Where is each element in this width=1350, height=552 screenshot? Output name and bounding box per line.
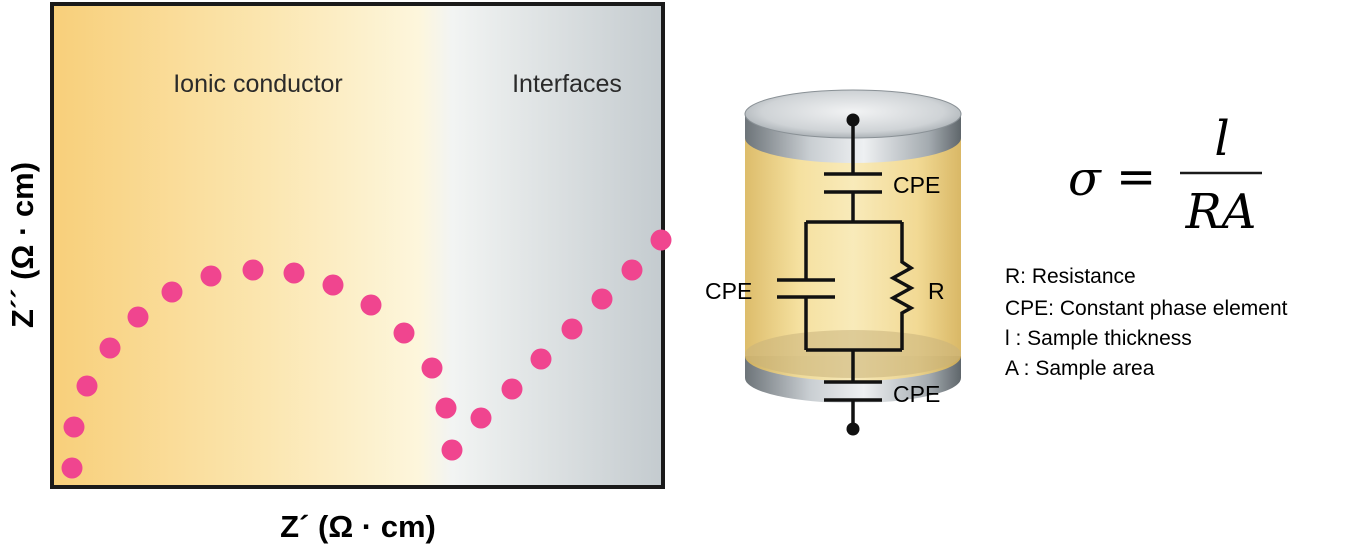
data-point: [242, 259, 264, 281]
equivalent-circuit: [777, 120, 915, 428]
data-point: [441, 439, 463, 461]
resistor-label: R: [928, 278, 945, 304]
sample-body: [745, 130, 961, 381]
plot-background: [50, 2, 665, 489]
resistor-zigzag: [889, 222, 915, 350]
data-point: [99, 337, 121, 359]
equation-equals: =: [1116, 149, 1156, 205]
legend-item: R: Resistance: [1005, 265, 1136, 288]
data-point: [283, 262, 305, 284]
x-axis-label: Z´ (Ω · cm): [280, 509, 436, 544]
legend-item: CPE: Constant phase element: [1005, 297, 1288, 320]
data-point: [161, 281, 183, 303]
data-point: [61, 457, 83, 479]
bottom-terminal: [846, 422, 860, 436]
legend-item: A : Sample area: [1005, 357, 1155, 380]
data-point: [127, 306, 149, 328]
region-label-interfaces: Interfaces: [512, 70, 622, 98]
legend-item: l : Sample thickness: [1005, 327, 1192, 350]
data-point: [421, 357, 443, 379]
data-point: [435, 397, 457, 419]
data-point: [530, 348, 552, 370]
data-point: [360, 294, 382, 316]
nyquist-points: [61, 229, 672, 479]
data-point: [76, 375, 98, 397]
data-point: [200, 265, 222, 287]
y-axis-label: Z´´ (Ω · cm): [5, 162, 40, 328]
data-point: [650, 229, 672, 251]
left-cpe-label: CPE: [705, 278, 752, 304]
data-point: [621, 259, 643, 281]
data-point: [322, 274, 344, 296]
top-terminal: [846, 113, 860, 127]
equation-numerator: l: [1214, 111, 1229, 167]
top-cpe-label: CPE: [893, 172, 940, 198]
data-point: [393, 322, 415, 344]
bottom-cpe-label: CPE: [893, 381, 940, 407]
conductivity-equation: σ = l RA: [1068, 111, 1262, 240]
region-label-ionic-conductor: Ionic conductor: [173, 70, 343, 98]
data-point: [63, 416, 85, 438]
data-point: [591, 288, 613, 310]
data-point: [561, 318, 583, 340]
legend: R: Resistance CPE: Constant phase elemen…: [1005, 265, 1288, 380]
equation-denominator: RA: [1185, 184, 1257, 240]
data-point: [501, 378, 523, 400]
data-point: [470, 407, 492, 429]
equation-sigma: σ: [1068, 151, 1102, 207]
